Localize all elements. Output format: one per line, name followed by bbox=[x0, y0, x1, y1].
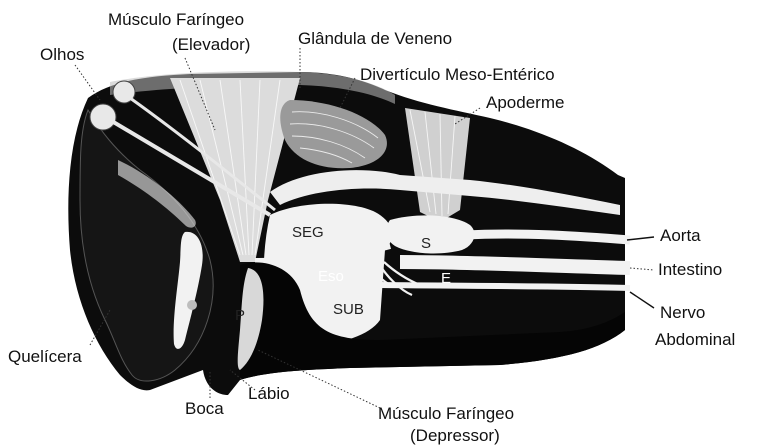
label-eso: Eso bbox=[318, 268, 344, 285]
label-seg: SEG bbox=[292, 224, 324, 241]
label-nervo: Nervo bbox=[660, 303, 705, 322]
eye-anterior bbox=[90, 104, 116, 130]
label-apoderme: Apoderme bbox=[486, 93, 564, 112]
label-musculo-faringeo-elevador-2: (Elevador) bbox=[172, 35, 250, 54]
label-musculo-faringeo-elevador-1: Músculo Faríngeo bbox=[108, 10, 244, 29]
label-boca: Boca bbox=[185, 399, 224, 418]
label-s: S bbox=[421, 235, 431, 252]
label-aorta: Aorta bbox=[660, 226, 701, 245]
label-p: P bbox=[235, 307, 245, 324]
label-glandula-de-veneno: Glândula de Veneno bbox=[298, 29, 452, 48]
fang-gland-dot bbox=[187, 300, 197, 310]
label-olhos: Olhos bbox=[40, 45, 84, 64]
label-musculo-faringeo-depressor-2: (Depressor) bbox=[410, 426, 500, 445]
label-diverticulo: Divertículo Meso-Entérico bbox=[360, 65, 555, 84]
label-labio: Lábio bbox=[248, 384, 290, 403]
label-sub: SUB bbox=[333, 301, 364, 318]
abdominal-nerve-tube bbox=[380, 285, 630, 288]
label-abdominal: Abdominal bbox=[655, 330, 735, 349]
label-intestino: Intestino bbox=[658, 260, 722, 279]
label-musculo-faringeo-depressor-1: Músculo Faríngeo bbox=[378, 404, 514, 423]
intestine-tube bbox=[400, 262, 630, 268]
label-quelicera: Quelícera bbox=[8, 347, 82, 366]
label-e: E bbox=[441, 270, 451, 287]
